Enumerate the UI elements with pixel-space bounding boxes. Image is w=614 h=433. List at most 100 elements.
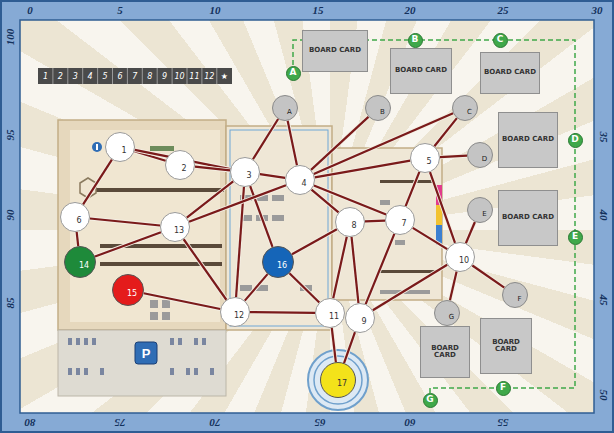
turn-number: ★ [221,72,228,81]
node-number: 12 [234,312,244,320]
connector-casing [288,121,297,166]
waypoint-circle: 8 [335,207,365,237]
connector-casing [250,310,315,315]
gate-circle: E [467,197,493,223]
gate-letter: B [408,33,423,48]
connector-casing [83,160,112,205]
node-number: A [290,68,297,77]
node-number: 3 [246,172,251,180]
connector-casing [189,185,286,221]
player-pawn: 16 [262,246,294,278]
waypoint-circle: 13 [160,212,190,242]
node-number: E [482,211,486,218]
node-number: 7 [401,220,406,228]
waypoint-circle: 7 [385,205,415,235]
scale-number: 100 [4,29,16,46]
route-line [245,274,268,300]
node-number: 10 [459,257,469,265]
route-line [332,328,336,362]
scale-number: 65 [315,417,326,429]
route-line [195,167,230,171]
waypoint-circle: 2 [165,150,195,180]
gate-letter: C [493,33,508,48]
player-pawn: 15 [112,274,144,306]
connector-casing [450,272,457,301]
turn-number: 2 [58,72,63,81]
node-number: B [380,109,385,116]
node-number: 16 [277,262,287,270]
scale-number: 30 [592,4,603,16]
scale-number: 10 [210,4,221,16]
gate-letter: F [496,381,511,396]
route-line [333,237,347,299]
card-title: BOARD CARD [309,47,361,54]
waypoint-circle: 12 [220,297,250,327]
scale-number: 45 [598,295,610,306]
node-number: D [571,135,578,144]
turn-track [38,68,232,84]
node-number: 6 [76,217,81,225]
route-line [83,160,112,205]
connector-casing [195,167,230,171]
scale-number: 20 [405,4,416,16]
route-line [434,118,457,146]
route-line [430,172,455,243]
gate-circle: G [434,300,460,326]
scale-number: 40 [598,210,610,221]
connector-casing [373,265,447,310]
node-number: 5 [426,158,431,166]
turn-number: 8 [147,72,152,81]
gate-circle: F [502,282,528,308]
gate-letter: A [286,66,301,81]
turn-number: 9 [162,72,167,81]
connector-casing [245,274,268,300]
waypoint-circle: 6 [60,202,90,232]
node-number: B [412,35,419,44]
node-number: 17 [337,380,347,388]
connector-casing [333,237,347,299]
route-line [406,172,420,206]
connector-casing [430,172,455,243]
node-number: 13 [174,227,184,235]
card-title: BOARD CARD [502,214,554,221]
route-line [352,237,359,303]
board-card: BOARD CARD [390,48,452,94]
route-line [289,273,319,302]
connector-casing [90,218,160,225]
connector-casing [315,161,410,178]
gate-circle: A [272,95,298,121]
card-title: BOARD CARD [395,67,447,74]
player-pawn: 17 [320,362,356,398]
player-pawn: 14 [64,246,96,278]
parking-sign: P [142,346,151,361]
node-number: 9 [361,318,366,326]
node-number: D [482,156,487,163]
connector-casing [95,232,161,256]
scale-number: 80 [25,417,36,429]
turn-number: 7 [132,72,137,81]
waypoint-circle: 9 [345,303,375,333]
scale-number: 95 [4,130,16,141]
node-number: 4 [301,180,306,188]
route-line [184,239,227,299]
route-line [366,234,395,304]
turn-number: 5 [103,72,108,81]
waypoint-circle: 11 [315,298,345,328]
scale-number: 85 [4,298,16,309]
scale-number: 0 [27,4,33,16]
route-line [95,232,161,256]
route-line [315,161,410,178]
board-card: BOARD CARD [498,112,558,168]
connector-casing [292,229,337,254]
terminal-building [58,120,442,330]
connector-casing [466,222,475,243]
route-line [90,218,160,225]
card-title: BOARD CARD [484,339,528,354]
route-line [292,229,337,254]
turn-number: 11 [189,72,199,81]
route-line [344,332,355,363]
route-line [77,232,79,246]
node-number: 11 [329,313,339,321]
